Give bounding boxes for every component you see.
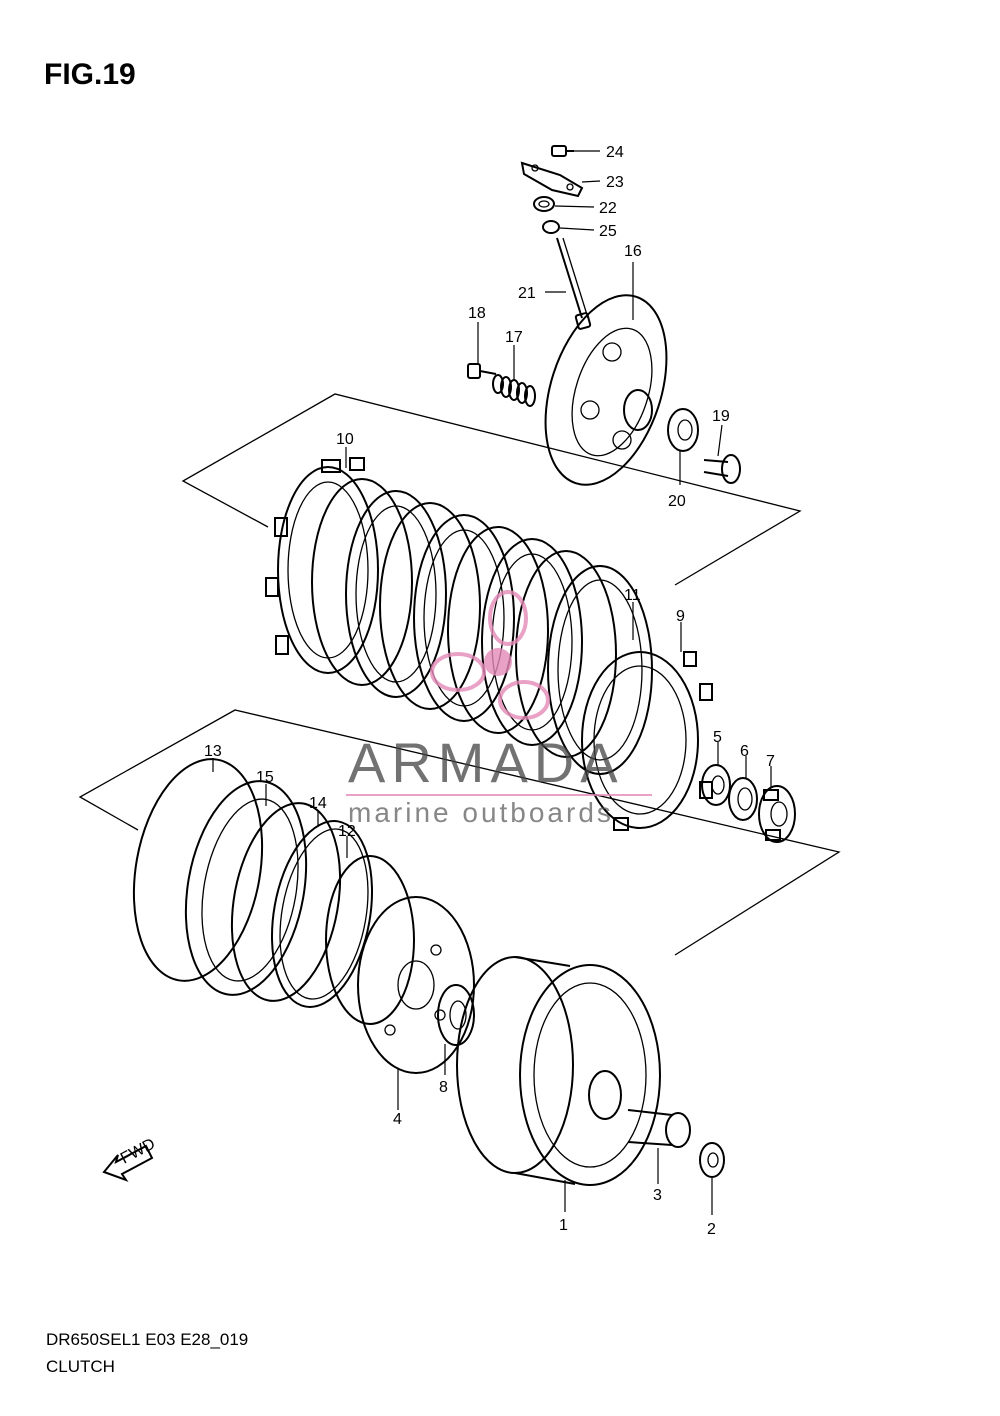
part-3-spacer <box>627 1109 691 1148</box>
callout-5: 5 <box>713 729 722 746</box>
fwd-label: FWD <box>118 1135 158 1167</box>
callout-22: 22 <box>599 200 617 217</box>
watermark-tagline: marine outboards <box>348 797 614 828</box>
callout-18: 18 <box>468 305 486 322</box>
assembly-bracket-lower <box>78 709 841 956</box>
part-7-lock-washer <box>758 785 796 843</box>
assembly-bracket-upper <box>181 393 802 586</box>
part-14-spring-washer <box>230 802 342 1002</box>
callout-6: 6 <box>740 743 749 760</box>
part-1-clutch-housing <box>456 956 661 1186</box>
part-21-push-rod <box>556 237 592 330</box>
callout-20: 20 <box>668 493 686 510</box>
callout-21: 21 <box>518 285 536 302</box>
leader-lines <box>212 150 772 1215</box>
callout-12: 12 <box>338 823 356 840</box>
callout-8: 8 <box>439 1079 448 1096</box>
part-2-washer <box>699 1142 725 1178</box>
callout-4: 4 <box>393 1111 402 1128</box>
callout-13: 13 <box>204 743 222 760</box>
part-18-bolt <box>467 363 497 379</box>
part-12-spring-seat <box>270 820 374 1008</box>
figure-title: FIG.19 <box>44 58 136 91</box>
diagram-code: DR650SEL1 E03 E28_019 <box>46 1330 249 1349</box>
part-6-washer <box>728 777 758 821</box>
callout-15: 15 <box>256 769 274 786</box>
watermark: ARMADA marine outboards <box>346 590 652 828</box>
callout-11: 11 <box>624 587 641 604</box>
callout-7: 7 <box>766 753 775 770</box>
part-5-nut <box>701 764 731 806</box>
callout-14: 14 <box>309 795 327 812</box>
callout-24: 24 <box>606 144 624 161</box>
callout-labels: 1 2 3 4 5 6 7 8 9 10 11 12 13 14 15 16 1… <box>204 144 775 1238</box>
callout-2: 2 <box>707 1221 716 1238</box>
callout-25: 25 <box>599 223 617 240</box>
callout-10: 10 <box>336 431 354 448</box>
part-11-driven-plate <box>547 565 653 775</box>
part-17-clutch-spring <box>492 374 536 407</box>
callout-1: 1 <box>559 1217 568 1234</box>
callout-23: 23 <box>606 174 624 191</box>
callout-9: 9 <box>676 608 685 625</box>
callout-16: 16 <box>624 243 642 260</box>
part-13-wire-ring <box>132 758 264 982</box>
part-20-bearing <box>667 408 699 452</box>
diagram-name: CLUTCH <box>46 1357 115 1376</box>
part-9-drive-plate <box>581 651 713 831</box>
callout-3: 3 <box>653 1187 662 1204</box>
part-8-washer <box>437 984 475 1046</box>
fwd-arrow-icon: FWD <box>102 1135 158 1182</box>
part-19-push-piece <box>703 454 741 484</box>
part-24-bolt <box>551 145 574 157</box>
callout-17: 17 <box>505 329 523 346</box>
callout-19: 19 <box>712 408 730 425</box>
part-16-pressure-plate <box>544 294 668 486</box>
part-25-bearing <box>542 220 560 234</box>
watermark-brand: ARMADA <box>348 731 624 794</box>
part-15-drive-plate <box>184 780 308 996</box>
part-22-oil-seal <box>533 196 555 212</box>
part-4-sleeve-hub <box>325 855 475 1074</box>
watermark-logo-icon <box>430 590 550 720</box>
part-10-plate-stack <box>265 457 617 758</box>
part-23-release-arm <box>520 161 584 198</box>
